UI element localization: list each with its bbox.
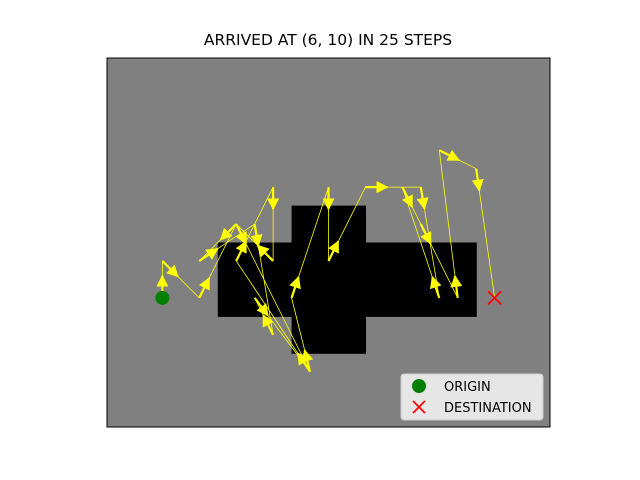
obstacle-cell-17 <box>328 316 367 354</box>
obstacle-cell-9 <box>291 242 330 280</box>
path-arrow-19 <box>429 275 442 299</box>
path-arrow-5 <box>250 223 263 247</box>
path-arrow-2 <box>198 277 211 299</box>
legend: ORIGIN DESTINATION <box>400 373 544 421</box>
marker-layer <box>155 290 502 305</box>
plot-frame <box>106 57 551 428</box>
path-arrow-14 <box>289 275 301 299</box>
path-segment-22 <box>438 150 459 298</box>
path-arrow-7 <box>253 297 269 317</box>
chart-title: ARRIVED AT (6, 10) IN 25 STEPS <box>204 31 452 49</box>
origin-marker <box>155 290 170 305</box>
obstacle-cell-2 <box>291 279 330 317</box>
legend-box <box>400 373 544 421</box>
path-arrow-24 <box>471 168 484 192</box>
obstacle-cell-11 <box>365 242 403 280</box>
path-arrow-12 <box>235 223 248 245</box>
path-arrow-6 <box>262 313 275 336</box>
path-segment-12 <box>235 223 311 372</box>
destination-marker-stroke-b <box>487 290 502 305</box>
legend-destination-label: DESTINATION <box>444 401 532 416</box>
obstacle-cell-14 <box>291 205 330 244</box>
legend-origin-label: ORIGIN <box>444 380 491 395</box>
path-arrow-3 <box>219 223 237 241</box>
path-arrow-4 <box>198 247 219 262</box>
obstacle-cell-3 <box>328 279 367 317</box>
legend-destination-marker <box>412 400 426 414</box>
obstacle-cell-0 <box>217 279 256 317</box>
obstacle-cell-15 <box>328 205 367 244</box>
obstacle-layer <box>217 205 477 354</box>
path-arrow-21 <box>419 223 432 245</box>
path-arrow-20 <box>401 186 414 208</box>
legend-origin-marker <box>412 379 426 393</box>
path-layer <box>156 149 496 373</box>
path-arrow-22 <box>450 274 463 298</box>
path-arrow-13 <box>301 349 314 372</box>
path-arrow-1 <box>161 260 179 278</box>
obstacle-cell-4 <box>365 279 403 317</box>
obstacle-cell-6 <box>439 279 477 317</box>
obstacle-cell-12 <box>402 242 440 280</box>
path-arrow-18 <box>416 186 429 211</box>
plot-area <box>106 57 551 428</box>
path-arrow-8 <box>296 352 311 373</box>
obstacle-cell-13 <box>439 242 477 280</box>
path-arrow-16 <box>327 240 340 262</box>
path-arrow-23 <box>438 149 461 162</box>
path-arrow-11 <box>256 244 274 262</box>
